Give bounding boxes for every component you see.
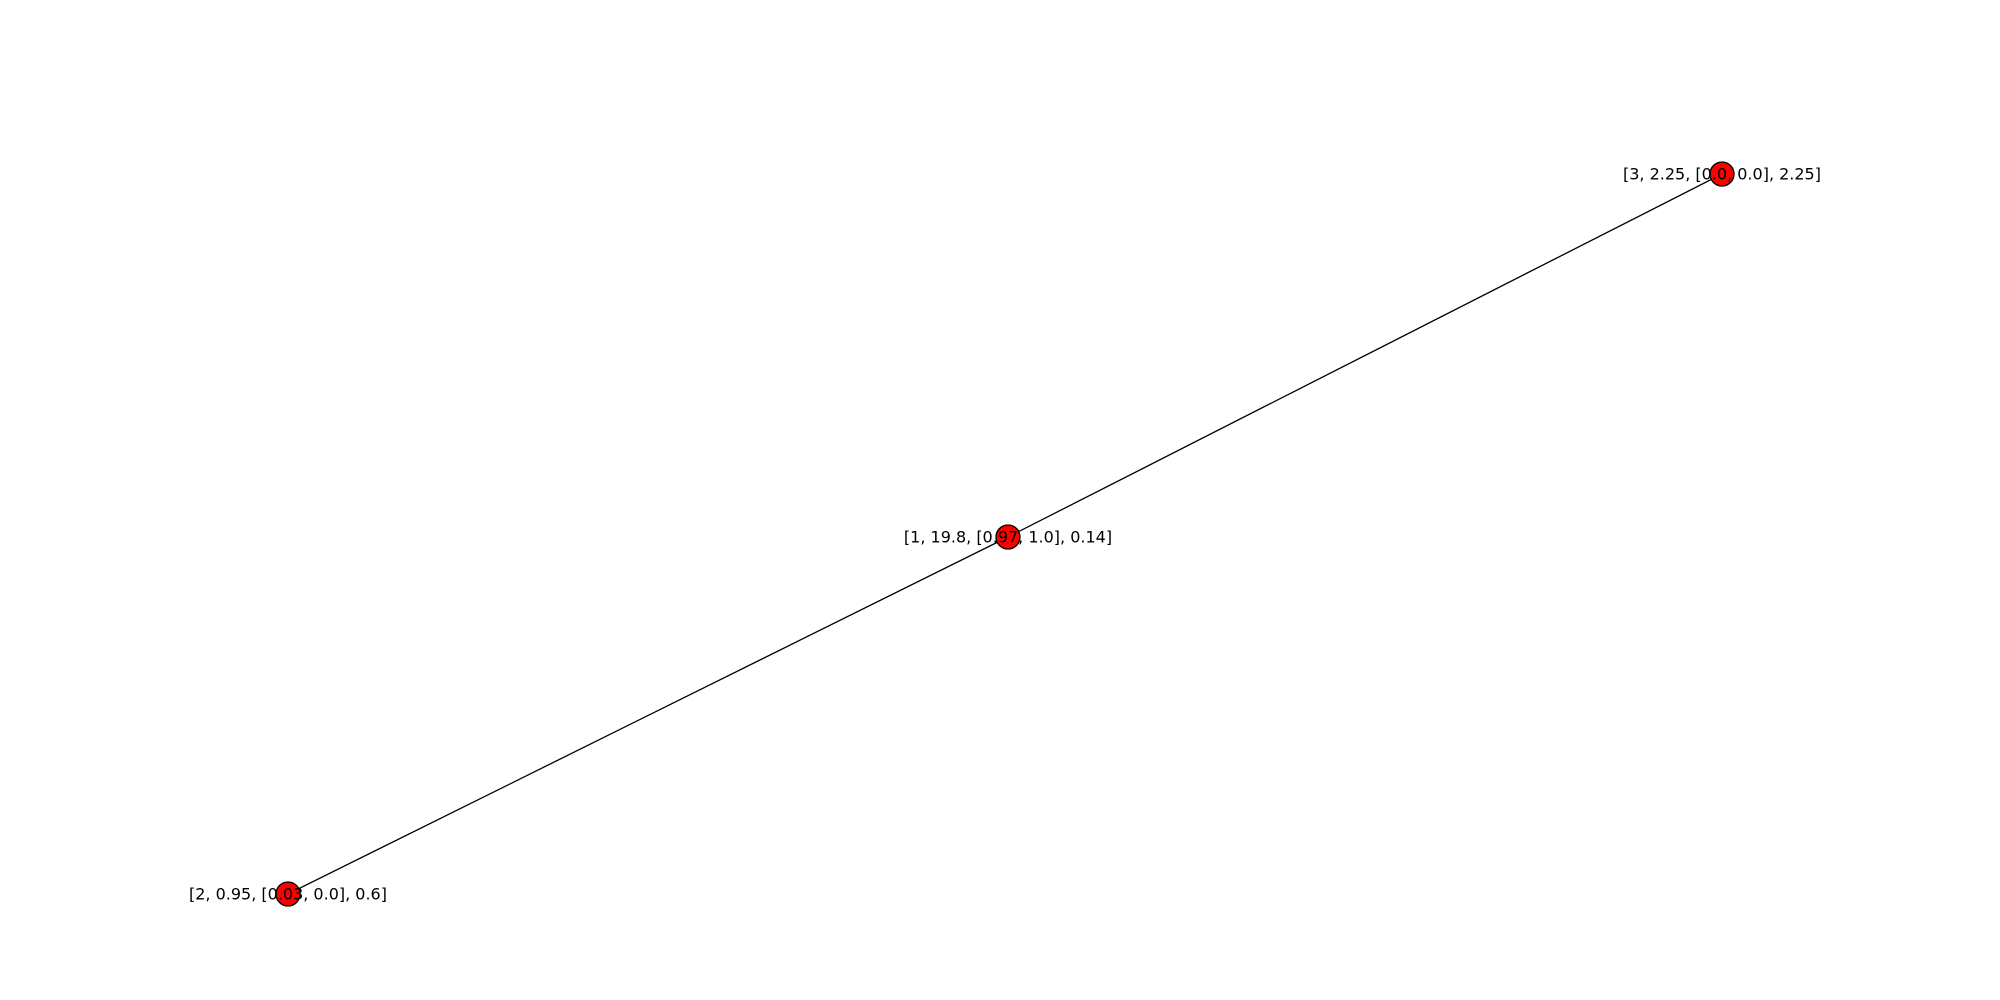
- edge-node-1-node-3: [1007, 173, 1723, 538]
- node-1-circle: [995, 524, 1021, 550]
- node-3: [3, 2.25, [0.0, 0.0], 2.25]: [1623, 161, 1821, 187]
- edge-layer: [287, 173, 1723, 895]
- node-layer: [1, 19.8, [0.97, 1.0], 0.14] [2, 0.95, […: [189, 161, 1821, 907]
- node-1: [1, 19.8, [0.97, 1.0], 0.14]: [904, 524, 1112, 550]
- node-2: [2, 0.95, [0.03, 0.0], 0.6]: [189, 881, 387, 907]
- node-2-label: [2, 0.95, [0.03, 0.0], 0.6]: [189, 885, 387, 904]
- edge-node-1-node-2: [287, 536, 1009, 895]
- node-2-circle: [275, 881, 301, 907]
- node-3-label: [3, 2.25, [0.0, 0.0], 2.25]: [1623, 165, 1821, 184]
- node-1-label: [1, 19.8, [0.97, 1.0], 0.14]: [904, 528, 1112, 547]
- node-3-circle: [1709, 161, 1735, 187]
